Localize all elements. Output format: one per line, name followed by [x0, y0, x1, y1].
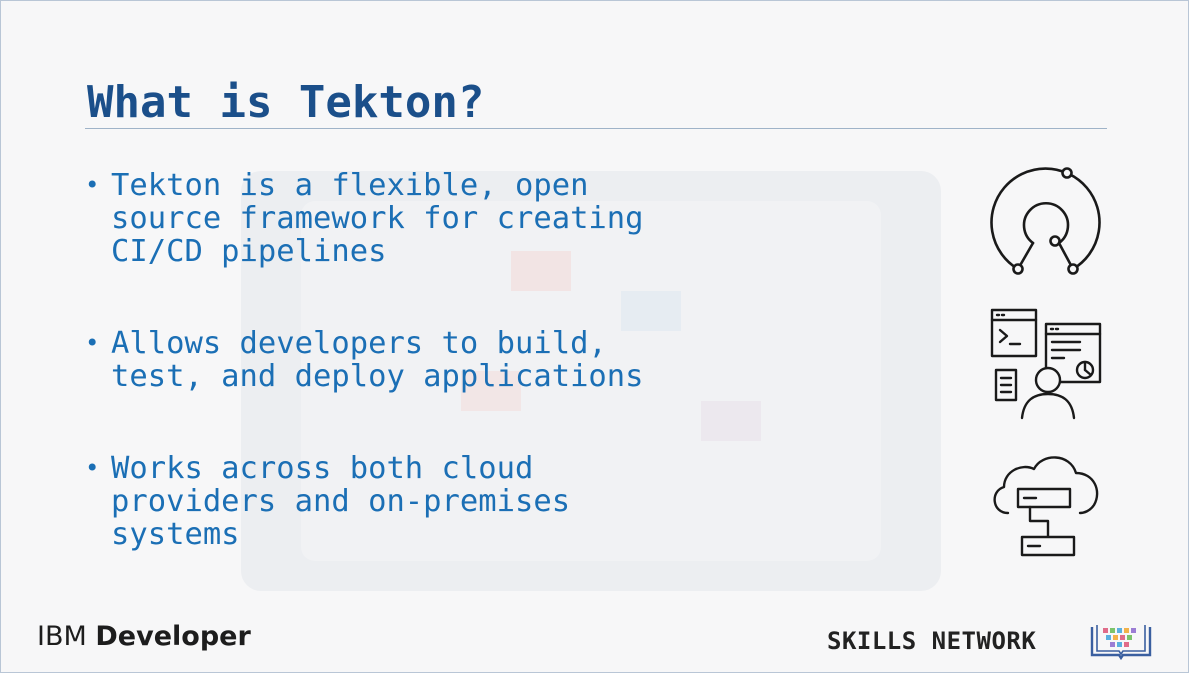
bullet-marker: • — [85, 171, 100, 199]
bullet-text: Tekton is a flexible, open source framew… — [111, 168, 644, 269]
ibm-wordmark: IBM — [37, 621, 96, 652]
bullet-item: • Tekton is a flexible, open source fram… — [85, 169, 745, 268]
bullet-marker: • — [85, 329, 100, 357]
slide-title: What is Tekton? — [87, 77, 485, 128]
skills-network-label: SKILLS NETWORK — [827, 627, 1037, 655]
open-source-icon — [990, 167, 1101, 275]
developer-wordmark: Developer — [95, 621, 251, 652]
developer-workstation-icon — [990, 308, 1102, 420]
bullet-text: Works across both cloud providers and on… — [111, 451, 571, 552]
title-divider — [85, 128, 1107, 129]
ibm-developer-logo: IBM Developer — [37, 621, 251, 652]
bullet-marker: • — [85, 454, 100, 482]
bullet-text: Allows developers to build, test, and de… — [111, 326, 644, 394]
bullet-item: • Allows developers to build, test, and … — [85, 327, 745, 393]
skills-network-book-icon — [1090, 625, 1152, 661]
bullet-item: • Works across both cloud providers and … — [85, 452, 745, 551]
cloud-server-icon — [993, 456, 1099, 557]
